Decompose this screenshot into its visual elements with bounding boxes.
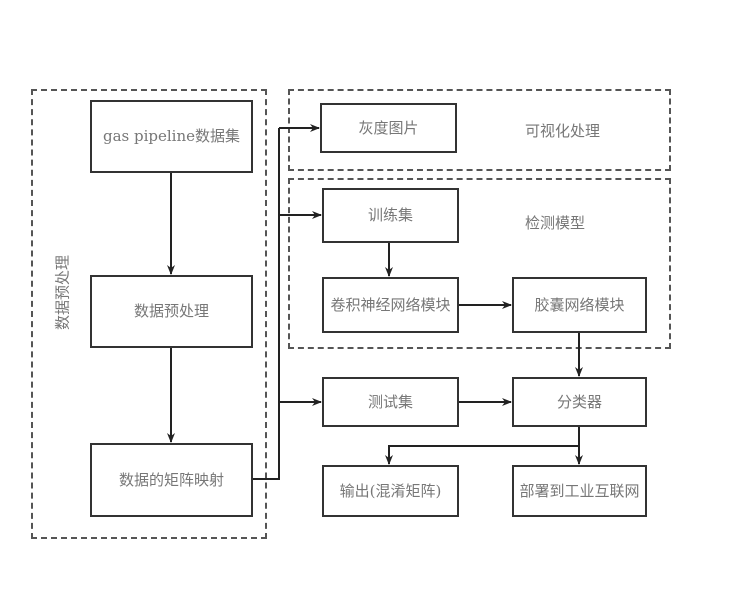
group-visualization — [288, 89, 671, 171]
node-grayscale: 灰度图片 — [320, 103, 457, 153]
node-matrix-mapping: 数据的矩阵映射 — [90, 443, 253, 517]
node-test-set: 测试集 — [322, 377, 459, 427]
group-detection-model — [288, 178, 671, 349]
group-detection-model-label: 检测模型 — [525, 214, 586, 232]
node-deploy: 部署到工业互联网 — [512, 465, 647, 517]
node-preprocess: 数据预处理 — [90, 275, 253, 348]
node-cnn-module: 卷积神经网络模块 — [322, 277, 459, 333]
node-dataset: gas pipeline数据集 — [90, 100, 253, 173]
node-classifier: 分类器 — [512, 377, 647, 427]
edge-classifier-output — [385, 427, 580, 465]
group-preprocessing-label: 数据预处理 — [53, 255, 72, 331]
node-capsule-module: 胶囊网络模块 — [512, 277, 647, 333]
node-output: 输出(混淆矩阵) — [322, 465, 459, 517]
node-train-set: 训练集 — [322, 188, 459, 243]
group-visualization-label: 可视化处理 — [525, 122, 601, 140]
